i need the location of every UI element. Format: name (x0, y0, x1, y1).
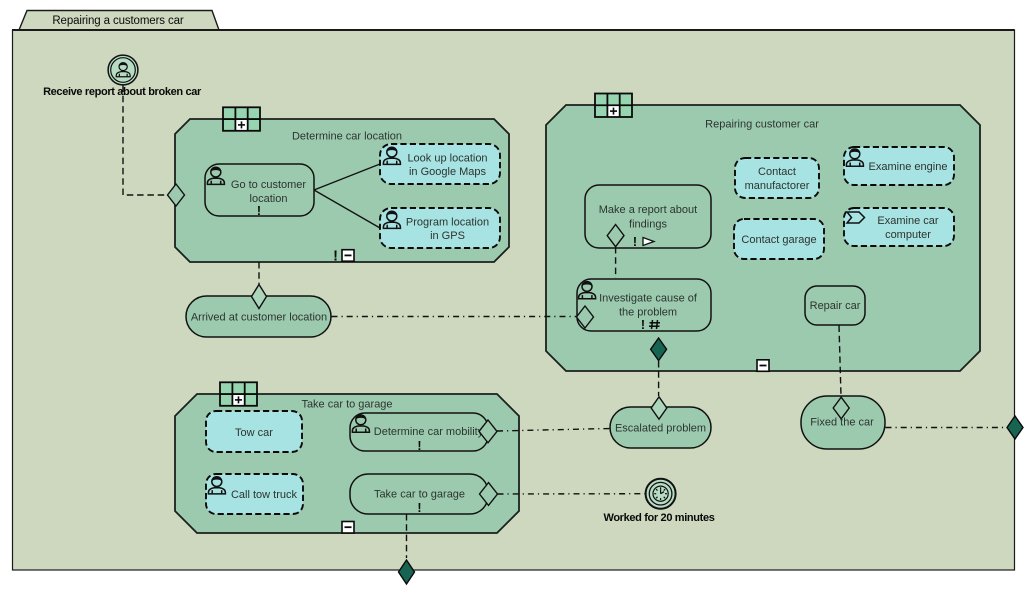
svg-text:Take car to garage: Take car to garage (374, 489, 465, 501)
svg-text:Contact garage: Contact garage (741, 234, 816, 246)
svg-text:in GPS: in GPS (430, 230, 465, 242)
svg-text:!: ! (333, 249, 338, 265)
svg-text:Examine engine: Examine engine (869, 161, 948, 173)
svg-text:Determine car location: Determine car location (292, 131, 402, 143)
svg-text:!: ! (633, 235, 637, 249)
svg-text:location: location (250, 193, 288, 205)
svg-text:Take car to garage: Take car to garage (301, 399, 392, 411)
svg-text:Go to customer: Go to customer (231, 179, 307, 191)
svg-text:Make a report about: Make a report about (599, 204, 697, 216)
svg-text:!: ! (417, 501, 421, 515)
svg-text:Repairing customer car: Repairing customer car (705, 119, 819, 131)
svg-text:Arrived at customer location: Arrived at customer location (191, 312, 327, 324)
svg-text:!: ! (417, 439, 421, 453)
svg-text:findings: findings (629, 219, 667, 231)
svg-text:Investigate cause of: Investigate cause of (599, 293, 698, 305)
svg-text:Fixed the car: Fixed the car (810, 417, 874, 429)
svg-text:Look up location: Look up location (407, 153, 487, 165)
svg-text:Contact: Contact (758, 166, 796, 178)
svg-text:Call tow truck: Call tow truck (231, 489, 298, 501)
svg-text:!: ! (257, 204, 261, 218)
svg-text:Worked for 20 minutes: Worked for 20 minutes (603, 512, 714, 524)
svg-text:Examine car: Examine car (877, 215, 938, 227)
svg-text:Escalated problem: Escalated problem (615, 423, 706, 435)
svg-text:Repair car: Repair car (810, 300, 861, 312)
svg-text:computer: computer (885, 229, 931, 241)
svg-text:Repairing a customers car: Repairing a customers car (52, 15, 184, 27)
svg-text:in Google Maps: in Google Maps (409, 166, 487, 178)
svg-text:!: ! (641, 318, 645, 332)
svg-text:Determine car mobility: Determine car mobility (374, 426, 484, 438)
svg-text:Tow car: Tow car (235, 427, 273, 439)
svg-text:manufactorer: manufactorer (745, 180, 810, 192)
svg-text:Program location: Program location (406, 217, 489, 229)
svg-text:the problem: the problem (619, 307, 677, 319)
